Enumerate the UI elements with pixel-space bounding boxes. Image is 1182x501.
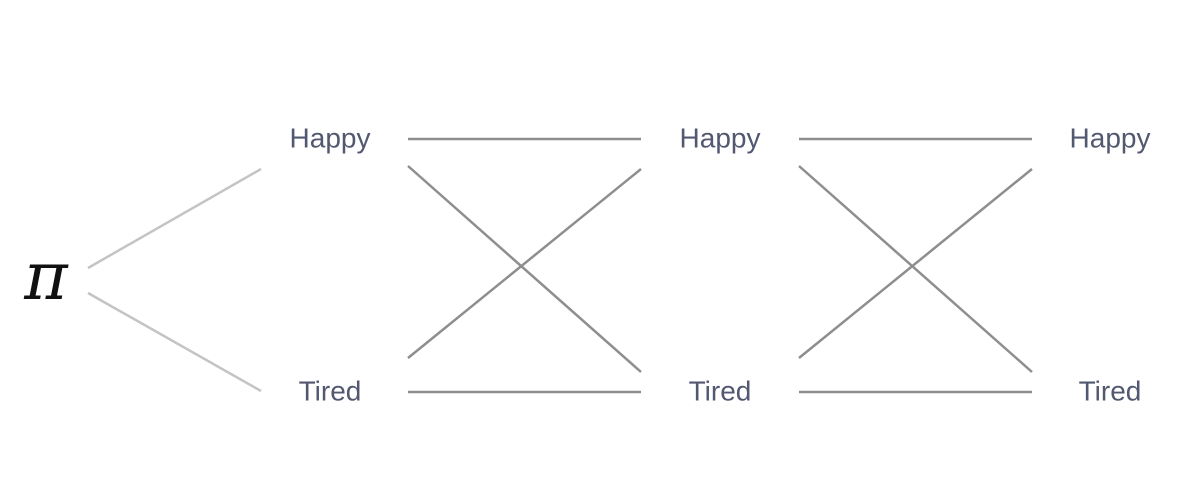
transition-tired-1-to-happy-2 (407, 168, 642, 359)
state-label-tired-1: Tired (299, 375, 362, 406)
state-label-tired-2: Tired (689, 375, 752, 406)
state-label-happy-1: Happy (290, 122, 371, 153)
transition-happy-2-to-tired-3 (798, 165, 1033, 373)
transition-happy-1-to-tired-2 (407, 165, 642, 373)
initial-edge-to-tired-1 (87, 291, 262, 393)
transition-tired-2-to-happy-3 (798, 168, 1033, 359)
state-label-tired-3: Tired (1079, 375, 1142, 406)
initial-distribution-symbol: π (23, 238, 69, 315)
state-label-happy-3: Happy (1070, 122, 1151, 153)
initial-edge-to-happy-1 (87, 167, 262, 270)
state-label-happy-2: Happy (680, 122, 761, 153)
